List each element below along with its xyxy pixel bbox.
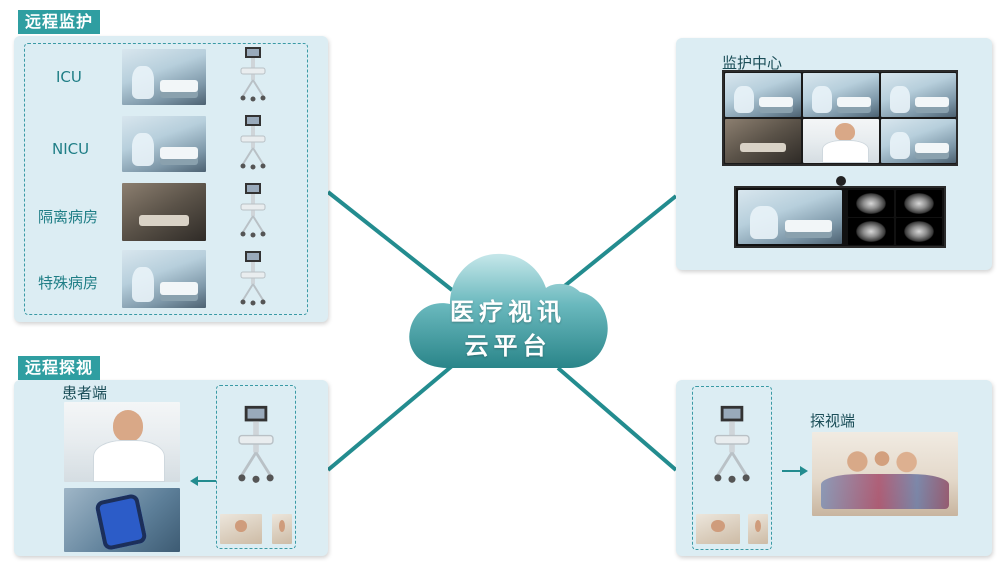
cloud-title-line1: 医疗视讯 [450, 298, 566, 326]
thumbnail-photo [220, 514, 262, 544]
video-wall-tile [803, 119, 879, 163]
camera-icon [836, 176, 846, 186]
isolation-ward-photo [122, 183, 206, 241]
video-wall-tile [725, 73, 801, 117]
family-photo [812, 432, 958, 516]
video-wall-tile [803, 73, 879, 117]
special-ward-photo [122, 250, 206, 308]
video-wall-tile [725, 119, 801, 163]
unit-label-isolation: 隔离病房 [38, 208, 99, 226]
visitor-side-label: 探视端 [810, 412, 856, 430]
mri-scan [896, 190, 942, 217]
video-wall [722, 70, 958, 166]
video-wall-tile [881, 73, 956, 117]
cloud-platform: 医疗视讯 云平台 [404, 244, 612, 372]
patient-cart-group [216, 385, 296, 549]
medical-cart-icon [232, 392, 280, 496]
nicu-photo [122, 116, 206, 172]
medical-cart-icon [236, 114, 270, 170]
video-wall-tile [881, 119, 956, 163]
unit-label-special: 特殊病房 [38, 274, 99, 292]
connector-center [560, 194, 678, 290]
connector-monitoring [326, 190, 454, 292]
cloud-title-line2: 云平台 [464, 332, 552, 360]
medical-cart-icon [236, 250, 270, 306]
medical-cart-icon [708, 392, 756, 496]
visitor-cart-group [692, 386, 772, 550]
icu-photo [122, 49, 206, 105]
mri-scan [896, 218, 942, 245]
medical-cart-icon [236, 46, 270, 102]
cloud-icon [409, 253, 608, 368]
connector-visit [326, 364, 454, 472]
medical-cart-icon [236, 182, 270, 238]
wide-display [734, 186, 946, 248]
thumbnail-photo [748, 514, 768, 544]
mri-scan [848, 190, 894, 217]
arrow-right-icon [782, 466, 808, 476]
phone-video-photo [64, 488, 180, 552]
unit-label-icu: ICU [56, 68, 82, 86]
remote-monitoring-title: 远程监护 [18, 10, 101, 34]
mri-scan [848, 218, 894, 245]
remote-visit-title: 远程探视 [18, 356, 101, 380]
patient-side-label: 患者端 [62, 384, 108, 402]
unit-label-nicu: NICU [52, 140, 90, 158]
thumbnail-photo [272, 514, 292, 544]
connector-visitor [556, 366, 678, 472]
monitoring-center-title: 监护中心 [722, 54, 783, 72]
thumbnail-photo [696, 514, 740, 544]
display-video [738, 190, 842, 244]
monitoring-unit-group [24, 43, 308, 315]
patient-photo [64, 402, 180, 482]
arrow-left-icon [190, 476, 216, 486]
